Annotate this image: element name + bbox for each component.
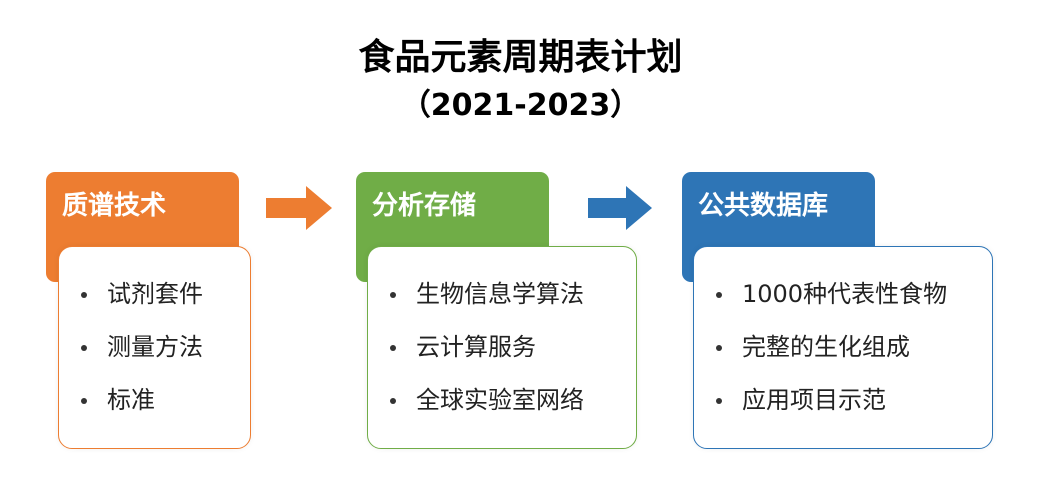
bullet-icon: [716, 345, 722, 351]
stage-box-analysis-storage: 生物信息学算法 云计算服务 全球实验室网络: [367, 246, 637, 449]
bullet-icon: [81, 398, 87, 404]
stage-item-list: 1000种代表性食物 完整的生化组成 应用项目示范: [694, 247, 992, 436]
bullet-icon: [390, 345, 396, 351]
bullet-icon: [81, 345, 87, 351]
stage-header-label: 分析存储: [372, 191, 477, 221]
diagram-title: 食品元素周期表计划: [358, 37, 683, 78]
bullet-icon: [390, 398, 396, 404]
stage-header-label: 质谱技术: [62, 191, 167, 221]
list-item: 1000种代表性食物: [716, 277, 992, 330]
list-item: 全球实验室网络: [390, 383, 636, 436]
bullet-icon: [716, 292, 722, 298]
list-item: 标准: [81, 383, 250, 436]
list-item: 生物信息学算法: [390, 277, 636, 330]
stage-header-label: 公共数据库: [698, 191, 829, 221]
right-arrow-icon: [588, 186, 652, 230]
stage-item-list: 生物信息学算法 云计算服务 全球实验室网络: [368, 247, 636, 436]
list-item: 试剂套件: [81, 277, 250, 330]
list-item: 完整的生化组成: [716, 330, 992, 383]
stage-box-public-database: 1000种代表性食物 完整的生化组成 应用项目示范: [693, 246, 993, 449]
bullet-icon: [81, 292, 87, 298]
stage-box-mass-spec: 试剂套件 测量方法 标准: [58, 246, 251, 449]
list-item: 应用项目示范: [716, 383, 992, 436]
list-item: 云计算服务: [390, 330, 636, 383]
diagram-subtitle: （2021-2023）: [400, 88, 641, 123]
stage-item-list: 试剂套件 测量方法 标准: [59, 247, 250, 436]
right-arrow-icon: [266, 186, 332, 230]
bullet-icon: [716, 398, 722, 404]
list-item: 测量方法: [81, 330, 250, 383]
bullet-icon: [390, 292, 396, 298]
